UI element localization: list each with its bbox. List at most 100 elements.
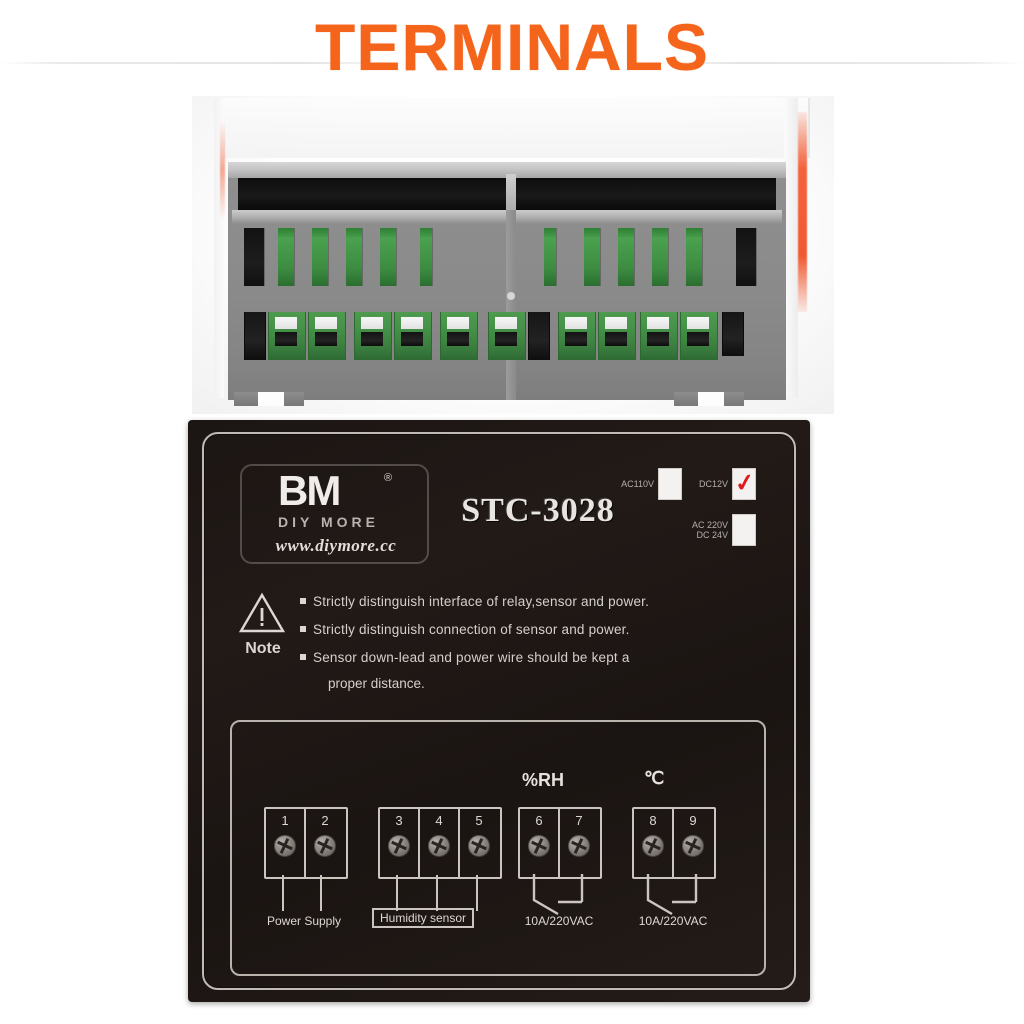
lead-line-1 — [282, 875, 284, 911]
terminal-7-screw-icon — [568, 835, 590, 857]
terminal-1-number: 1 — [281, 813, 289, 828]
relay-switch-icon-temperature — [646, 874, 698, 916]
model-number: STC-3028 — [461, 492, 615, 529]
terminal-group-humidity-relay: 6 7 — [518, 807, 602, 879]
label-humidity-sensor-box: Humidity sensor — [372, 908, 475, 928]
device-fin-10 — [686, 228, 702, 286]
device-fin-8 — [618, 228, 634, 286]
bullet-icon — [300, 598, 306, 604]
device-connector-4 — [394, 312, 432, 360]
voltage-option-ac220v-dc24v-checkbox[interactable] — [732, 514, 756, 546]
voltage-option-line2: DC 24V — [696, 530, 728, 540]
lead-line-3 — [396, 875, 398, 911]
terminal-6-screw-icon — [528, 835, 550, 857]
voltage-option-line1: AC 220V — [691, 519, 728, 530]
bullet-icon — [300, 626, 306, 632]
device-center-screw-dot — [507, 292, 515, 300]
voltage-option-ac110v-checkbox[interactable] — [658, 468, 682, 500]
terminal-2-screw-icon — [314, 835, 336, 857]
voltage-option-dc12v[interactable]: DC12V ✓ — [684, 468, 757, 500]
terminal-7-number: 7 — [575, 813, 583, 828]
device-vent-slot-divider — [506, 174, 516, 216]
bullet-icon — [300, 654, 306, 660]
device-bezel-right-edge — [784, 98, 798, 398]
terminal-group-temperature-relay: 8 9 — [632, 807, 716, 879]
terminal-2[interactable]: 2 — [306, 809, 344, 877]
note-heading: Note — [245, 640, 281, 657]
device-bezel — [214, 98, 810, 158]
terminal-8[interactable]: 8 — [634, 809, 674, 877]
voltage-option-dc12v-checkbox[interactable]: ✓ — [732, 468, 757, 500]
terminal-9[interactable]: 9 — [674, 809, 712, 877]
terminal-1[interactable]: 1 — [266, 809, 306, 877]
device-connector-blank-left — [244, 312, 266, 360]
brand-logo-text: BM — [278, 467, 341, 514]
note-line-2: Strictly distinguish connection of senso… — [300, 622, 630, 637]
device-connector-blank-right — [722, 312, 744, 356]
voltage-option-ac220v-dc24v-label: AC 220V DC 24V — [684, 520, 728, 541]
device-foot-notch-left — [258, 392, 284, 406]
page-title: TERMINALS — [315, 10, 709, 84]
terminal-5-screw-icon — [468, 835, 490, 857]
terminal-3-screw-icon — [388, 835, 410, 857]
device-rear-photo — [192, 96, 834, 414]
check-mark-icon: ✓ — [733, 468, 757, 499]
registered-trademark-icon: ® — [384, 472, 393, 484]
device-fin-6 — [544, 228, 556, 286]
terminal-3[interactable]: 3 — [380, 809, 420, 877]
voltage-option-ac110v-label: AC110V — [621, 478, 654, 489]
terminal-8-screw-icon — [642, 835, 664, 857]
terminal-7[interactable]: 7 — [560, 809, 598, 877]
group-label-humidity: %RH — [522, 770, 565, 790]
terminal-4-screw-icon — [428, 835, 450, 857]
device-fin-3 — [346, 228, 362, 286]
device-connector-8 — [598, 312, 636, 360]
lead-line-4 — [436, 875, 438, 911]
device-connector-1 — [268, 312, 306, 360]
device-fin-dark-right — [736, 228, 756, 286]
device-top-lip — [228, 162, 786, 178]
terminal-group-power-supply: 1 2 — [264, 807, 348, 879]
device-fin-1 — [278, 228, 294, 286]
note-line-2-text: Strictly distinguish connection of senso… — [313, 622, 630, 637]
device-connector-5 — [440, 312, 478, 360]
device-connector-3 — [354, 312, 392, 360]
device-fin-2 — [312, 228, 328, 286]
terminal-4[interactable]: 4 — [420, 809, 460, 877]
device-connector-6 — [488, 312, 526, 360]
device-fin-5 — [420, 228, 432, 286]
brand-website: www.diymore.cc — [275, 536, 397, 555]
device-connector-9 — [640, 312, 678, 360]
terminal-5[interactable]: 5 — [460, 809, 498, 877]
terminal-2-number: 2 — [321, 813, 329, 828]
voltage-option-dc12v-label: DC12V — [698, 478, 728, 489]
device-fin-4 — [380, 228, 396, 286]
terminal-4-number: 4 — [435, 813, 443, 828]
terminal-5-number: 5 — [475, 813, 483, 828]
brand-tagline: DIY MORE — [278, 514, 379, 530]
voltage-option-ac220v-dc24v[interactable]: AC 220V DC 24V — [684, 514, 756, 546]
device-connector-blank-mid — [528, 312, 550, 360]
terminal-diagram-box: %RH ℃ 1 2 Power Supply 3 4 — [230, 720, 766, 976]
device-foot-notch-right — [698, 392, 724, 406]
device-red-accent-stripe — [798, 112, 807, 312]
lead-line-2 — [320, 875, 322, 911]
device-red-accent-stripe-left — [220, 120, 225, 220]
panel-inner-border — [202, 432, 796, 990]
warning-triangle-icon — [238, 592, 286, 633]
note-line-3-text: Sensor down-lead and power wire should b… — [313, 650, 630, 665]
terminal-3-number: 3 — [395, 813, 403, 828]
voltage-option-group: AC110V DC12V ✓ AC 220V DC 24V — [610, 468, 770, 566]
device-fin-dark-left — [244, 228, 264, 286]
terminal-6[interactable]: 6 — [520, 809, 560, 877]
label-power-supply: Power Supply — [266, 914, 342, 928]
terminal-8-number: 8 — [649, 813, 657, 828]
note-line-1: Strictly distinguish interface of relay,… — [300, 594, 649, 609]
device-fin-9 — [652, 228, 668, 286]
note-section: Note Strictly distinguish interface of r… — [228, 590, 768, 700]
device-bezel-left-edge — [214, 98, 224, 398]
terminal-9-screw-icon — [682, 835, 704, 857]
voltage-option-ac110v[interactable]: AC110V — [610, 468, 682, 500]
note-line-3: Sensor down-lead and power wire should b… — [300, 650, 630, 665]
device-connector-2 — [308, 312, 346, 360]
